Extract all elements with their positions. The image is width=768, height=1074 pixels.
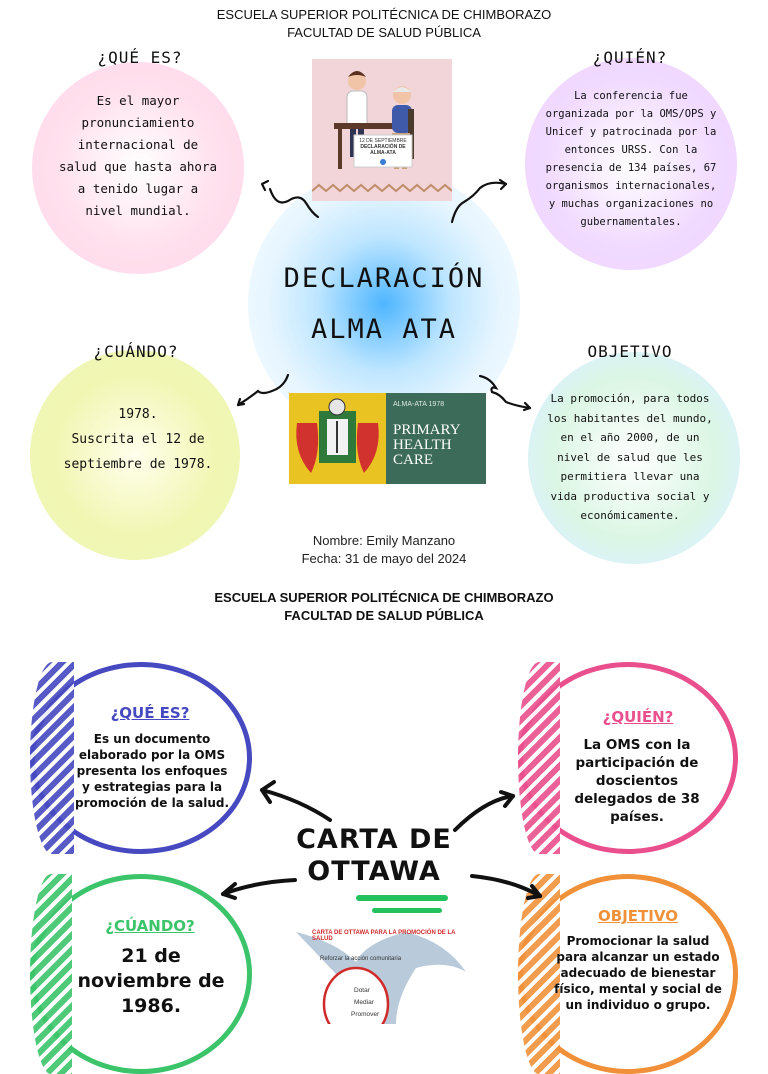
illustration-label-line3: ALMA-ATA xyxy=(370,150,396,156)
p2-arrow-cuando xyxy=(221,878,297,896)
arrow-to-cuando xyxy=(236,373,290,407)
author-date: Fecha: 31 de mayo del 2024 xyxy=(301,551,467,566)
doctor-illustration: 12 DE SEPTIEMBRE DECLARACIÓN DE ALMA-ATA xyxy=(312,59,452,201)
ottawa-sub: Reforzar la acción comunitaria xyxy=(320,956,402,962)
ottawa-graphic: CARTA DE OTTAWA PARA LA PROMOCIÓN DE LA … xyxy=(296,924,472,1024)
arrow-to-objetivo xyxy=(478,374,532,410)
p2-cuando-text: 21 de noviembre de 1986. xyxy=(77,945,225,1017)
ottawa-item3: Promover xyxy=(351,1011,380,1018)
objetivo-title: OBJETIVO xyxy=(587,342,673,361)
poster1-arrows xyxy=(236,178,532,412)
author-name: Nombre: Emily Manzano xyxy=(312,533,456,548)
poster2-faculty: FACULTAD DE SALUD PÚBLICA xyxy=(284,608,484,623)
cuando-line2: Suscrita el 12 de septiembre de 1978. xyxy=(63,432,213,472)
que-es-glow xyxy=(32,62,244,274)
p2-arrow-que-es xyxy=(260,788,332,822)
objetivo-text: La promoción, para todos los habitantes … xyxy=(547,392,713,522)
cuando-line1: 1978. xyxy=(118,407,158,422)
quien-title: ¿QUIÉN? xyxy=(592,48,668,67)
que-es-ring xyxy=(30,662,252,854)
center-title-line2: ALMA ATA xyxy=(310,314,458,345)
poster2-school: ESCUELA SUPERIOR POLITÉCNICA DE CHIMBORA… xyxy=(214,590,554,605)
primary-health-care-cover: ALMA-ATA 1978 PRIMARY HEALTH CARE xyxy=(289,393,486,484)
p2-objetivo-title: OBJETIVO xyxy=(598,907,678,925)
p2-quien-text: La OMS con la participación de dosciento… xyxy=(574,737,700,825)
que-es-text: Es el mayor pronunciamiento internaciona… xyxy=(58,93,218,218)
p2-que-es-title: ¿QUÉ ES? xyxy=(110,704,190,722)
cuando-glow xyxy=(30,350,240,560)
illustration-label-line1: 12 DE SEPTIEMBRE xyxy=(359,138,407,144)
book-line2: HEALTH CARE xyxy=(393,437,452,468)
objetivo-glow xyxy=(528,352,740,564)
p2-arrow-objetivo xyxy=(470,874,542,898)
que-es-title: ¿QUÉ ES? xyxy=(97,48,183,67)
book-line1: PRIMARY xyxy=(393,422,461,438)
p2-center-line1: CARTA DE xyxy=(296,824,452,855)
emblem-image xyxy=(289,393,386,484)
p2-objetivo-text: Promocionar la salud para alcanzar un es… xyxy=(554,934,722,1012)
ottawa-item2: Mediar xyxy=(354,999,374,1006)
p2-center-line2: OTTAWA xyxy=(307,856,441,887)
center-underline-2 xyxy=(372,908,442,913)
center-title-line1: DECLARACIÓN xyxy=(283,263,485,294)
arrow-to-que-es xyxy=(268,187,320,219)
illustration-label-line2: DECLARACIÓN DE xyxy=(360,144,406,150)
cuando-title: ¿CUÁNDO? xyxy=(93,342,179,361)
quien-ring xyxy=(518,662,738,854)
poster1-faculty: FACULTAD DE SALUD PÚBLICA xyxy=(287,25,481,40)
quien-glow xyxy=(525,58,737,270)
p2-arrow-quien xyxy=(453,794,515,832)
ottawa-item1: Dotar xyxy=(354,987,370,994)
p2-cuando-title: ¿CÚANDO? xyxy=(105,917,195,935)
ottawa-header: CARTA DE OTTAWA PARA LA PROMOCIÓN DE LA … xyxy=(312,930,456,942)
arrow-to-quien xyxy=(450,181,508,224)
poster2-arrows xyxy=(221,780,542,900)
book-small: ALMA-ATA 1978 xyxy=(393,401,445,408)
p2-que-es-text: Es un documento elaborado por la OMS pre… xyxy=(74,732,230,810)
center-underline xyxy=(356,895,448,901)
poster1-school: ESCUELA SUPERIOR POLITÉCNICA DE CHIMBORA… xyxy=(216,7,552,22)
p2-quien-title: ¿QUIÉN? xyxy=(602,708,674,726)
quien-text: La conferencia fue organizada por la OMS… xyxy=(545,90,717,228)
